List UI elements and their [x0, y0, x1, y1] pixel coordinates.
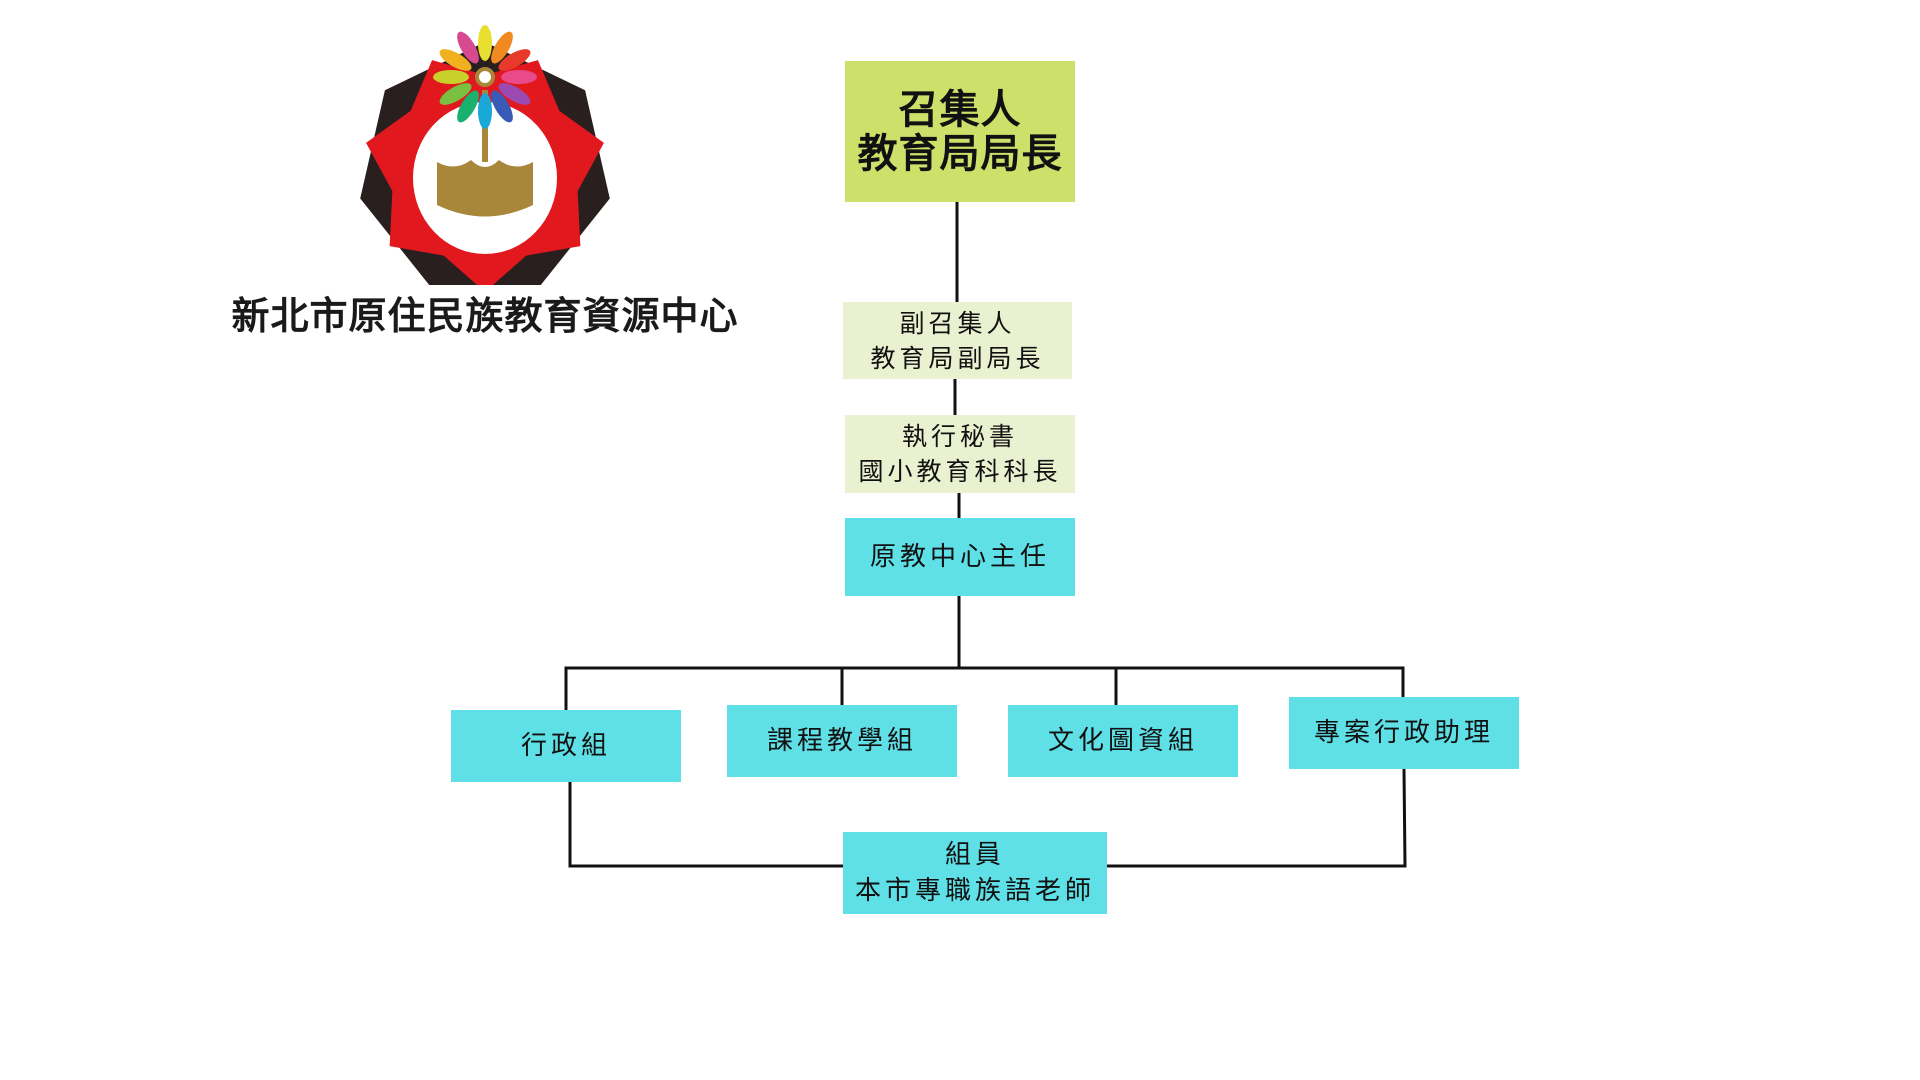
logo: 新北市原住民族教育資源中心	[215, 15, 755, 345]
node-culture-group: 文化圖資組	[1008, 705, 1238, 777]
node-curriculum-group: 課程教學組	[727, 705, 957, 777]
node-convener-line-2: 教育局局長	[857, 130, 1063, 177]
edge-center_director-curriculum_group	[840, 666, 959, 705]
logo-petal	[457, 90, 479, 123]
node-deputy-convener-line-1: 副召集人	[899, 308, 1016, 338]
logo-petal	[501, 70, 537, 84]
node-executive-secretary: 執行秘書 國小教育科科長	[845, 415, 1075, 493]
logo-petal	[498, 83, 531, 105]
logo-petal	[491, 31, 513, 64]
node-deputy-convener: 副召集人 教育局副局長	[843, 302, 1072, 379]
node-project-assistant: 專案行政助理	[1289, 697, 1519, 769]
edge-admin_group-members	[568, 782, 843, 868]
edge-center_director-culture_group	[959, 666, 1118, 705]
node-center-director-line-1: 原教中心主任	[869, 541, 1050, 572]
logo-petal	[457, 31, 479, 64]
node-deputy-convener-line-2: 教育局副局長	[870, 343, 1045, 373]
edge-center_director-admin_group	[564, 596, 961, 710]
logo-text: 新北市原住民族教育資源中心	[231, 293, 739, 338]
node-members-line-2: 本市專職族語老師	[854, 876, 1095, 906]
node-project-assistant-line-1: 專案行政助理	[1313, 717, 1494, 748]
node-executive-secretary-line-1: 執行秘書	[901, 422, 1018, 451]
logo-petal	[439, 49, 472, 71]
logo-petal	[498, 49, 531, 71]
node-admin-group-line-1: 行政組	[520, 730, 611, 761]
node-members: 組員 本市專職族語老師	[843, 832, 1107, 914]
logo-crown	[437, 160, 533, 217]
logo-petal	[433, 70, 469, 84]
edge-center_director-project_assistant	[959, 666, 1405, 697]
logo-petal	[478, 93, 492, 129]
node-convener-line-1: 召集人	[898, 86, 1022, 133]
node-admin-group: 行政組	[451, 710, 681, 782]
node-culture-group-line-1: 文化圖資組	[1047, 725, 1198, 756]
logo-emblem-icon	[360, 25, 610, 285]
logo-petal	[491, 90, 513, 123]
node-executive-secretary-line-2: 國小教育科科長	[858, 457, 1062, 486]
node-convener: 召集人 教育局局長	[845, 61, 1075, 202]
logo-flower-center	[475, 67, 495, 87]
node-members-line-1: 組員	[944, 839, 1005, 870]
node-center-director: 原教中心主任	[845, 518, 1075, 596]
logo-petal	[478, 25, 492, 61]
edge-project_assistant-members	[1107, 768, 1407, 868]
logo-petal	[439, 83, 472, 105]
node-curriculum-group-line-1: 課程教學組	[766, 725, 917, 756]
